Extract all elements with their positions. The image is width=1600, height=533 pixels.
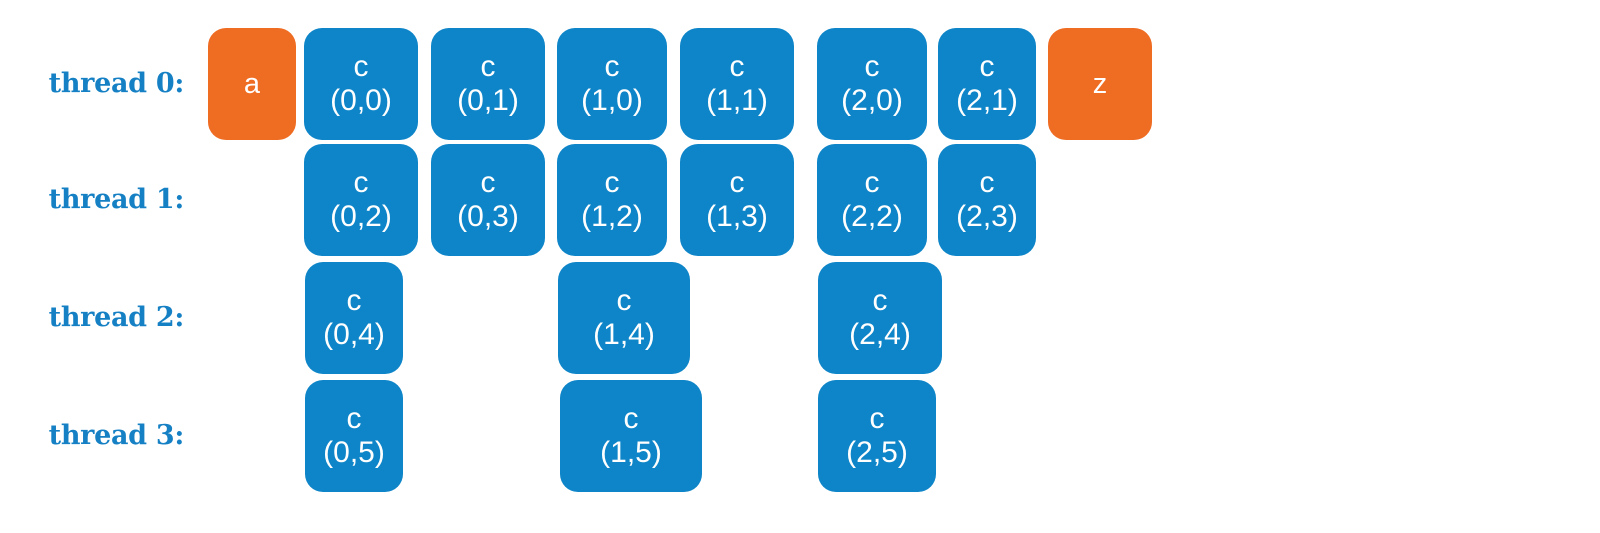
work-cell-02: c(0,2) <box>304 144 418 256</box>
cell-op-label: c <box>729 50 745 84</box>
cell-op-label: c <box>604 50 620 84</box>
cell-index-label: (2,5) <box>846 436 908 469</box>
cell-op-label: c <box>346 402 362 436</box>
cell-index-label: (1,3) <box>706 200 768 233</box>
work-cell-03: c(0,3) <box>431 144 545 256</box>
cell-index-label: (0,2) <box>330 200 392 233</box>
cell-op-label: z <box>1092 67 1108 100</box>
cell-index-label: (2,4) <box>849 318 911 351</box>
work-cell-04: c(0,4) <box>305 262 403 374</box>
work-cell-21: c(2,1) <box>938 28 1036 140</box>
cell-op-label: c <box>864 166 880 200</box>
boundary-cell-a: a <box>208 28 296 140</box>
cell-op-label: c <box>872 284 888 318</box>
row-label-thread-1: thread 1: <box>48 184 185 215</box>
cell-index-label: (2,0) <box>841 84 903 117</box>
work-cell-25: c(2,5) <box>818 380 936 492</box>
cell-op-label: a <box>243 67 261 100</box>
cell-op-label: c <box>864 50 880 84</box>
cell-index-label: (0,1) <box>457 84 519 117</box>
work-cell-20: c(2,0) <box>817 28 927 140</box>
work-cell-00: c(0,0) <box>304 28 418 140</box>
work-cell-11: c(1,1) <box>680 28 794 140</box>
cell-op-label: c <box>869 402 885 436</box>
work-cell-10: c(1,0) <box>557 28 667 140</box>
cell-op-label: c <box>623 402 639 436</box>
work-cell-15: c(1,5) <box>560 380 702 492</box>
cell-op-label: c <box>346 284 362 318</box>
cell-op-label: c <box>979 166 995 200</box>
work-cell-22: c(2,2) <box>817 144 927 256</box>
cell-index-label: (0,0) <box>330 84 392 117</box>
work-cell-05: c(0,5) <box>305 380 403 492</box>
cell-index-label: (1,4) <box>593 318 655 351</box>
cell-index-label: (0,5) <box>323 436 385 469</box>
cell-index-label: (2,1) <box>956 84 1018 117</box>
cell-index-label: (2,2) <box>841 200 903 233</box>
cell-op-label: c <box>729 166 745 200</box>
cell-index-label: (1,0) <box>581 84 643 117</box>
work-cell-12: c(1,2) <box>557 144 667 256</box>
cell-op-label: c <box>616 284 632 318</box>
cell-index-label: (1,5) <box>600 436 662 469</box>
cell-index-label: (1,1) <box>706 84 768 117</box>
cell-op-label: c <box>480 166 496 200</box>
cell-index-label: (2,3) <box>956 200 1018 233</box>
work-cell-13: c(1,3) <box>680 144 794 256</box>
cell-op-label: c <box>353 50 369 84</box>
row-label-thread-2: thread 2: <box>48 302 185 333</box>
work-cell-01: c(0,1) <box>431 28 545 140</box>
work-cell-24: c(2,4) <box>818 262 942 374</box>
cell-op-label: c <box>604 166 620 200</box>
cell-index-label: (0,3) <box>457 200 519 233</box>
work-cell-23: c(2,3) <box>938 144 1036 256</box>
row-label-thread-0: thread 0: <box>48 68 185 99</box>
row-label-thread-3: thread 3: <box>48 420 185 451</box>
boundary-cell-z: z <box>1048 28 1152 140</box>
cell-index-label: (0,4) <box>323 318 385 351</box>
cell-op-label: c <box>480 50 496 84</box>
cell-op-label: c <box>353 166 369 200</box>
cell-op-label: c <box>979 50 995 84</box>
cell-index-label: (1,2) <box>581 200 643 233</box>
work-cell-14: c(1,4) <box>558 262 690 374</box>
